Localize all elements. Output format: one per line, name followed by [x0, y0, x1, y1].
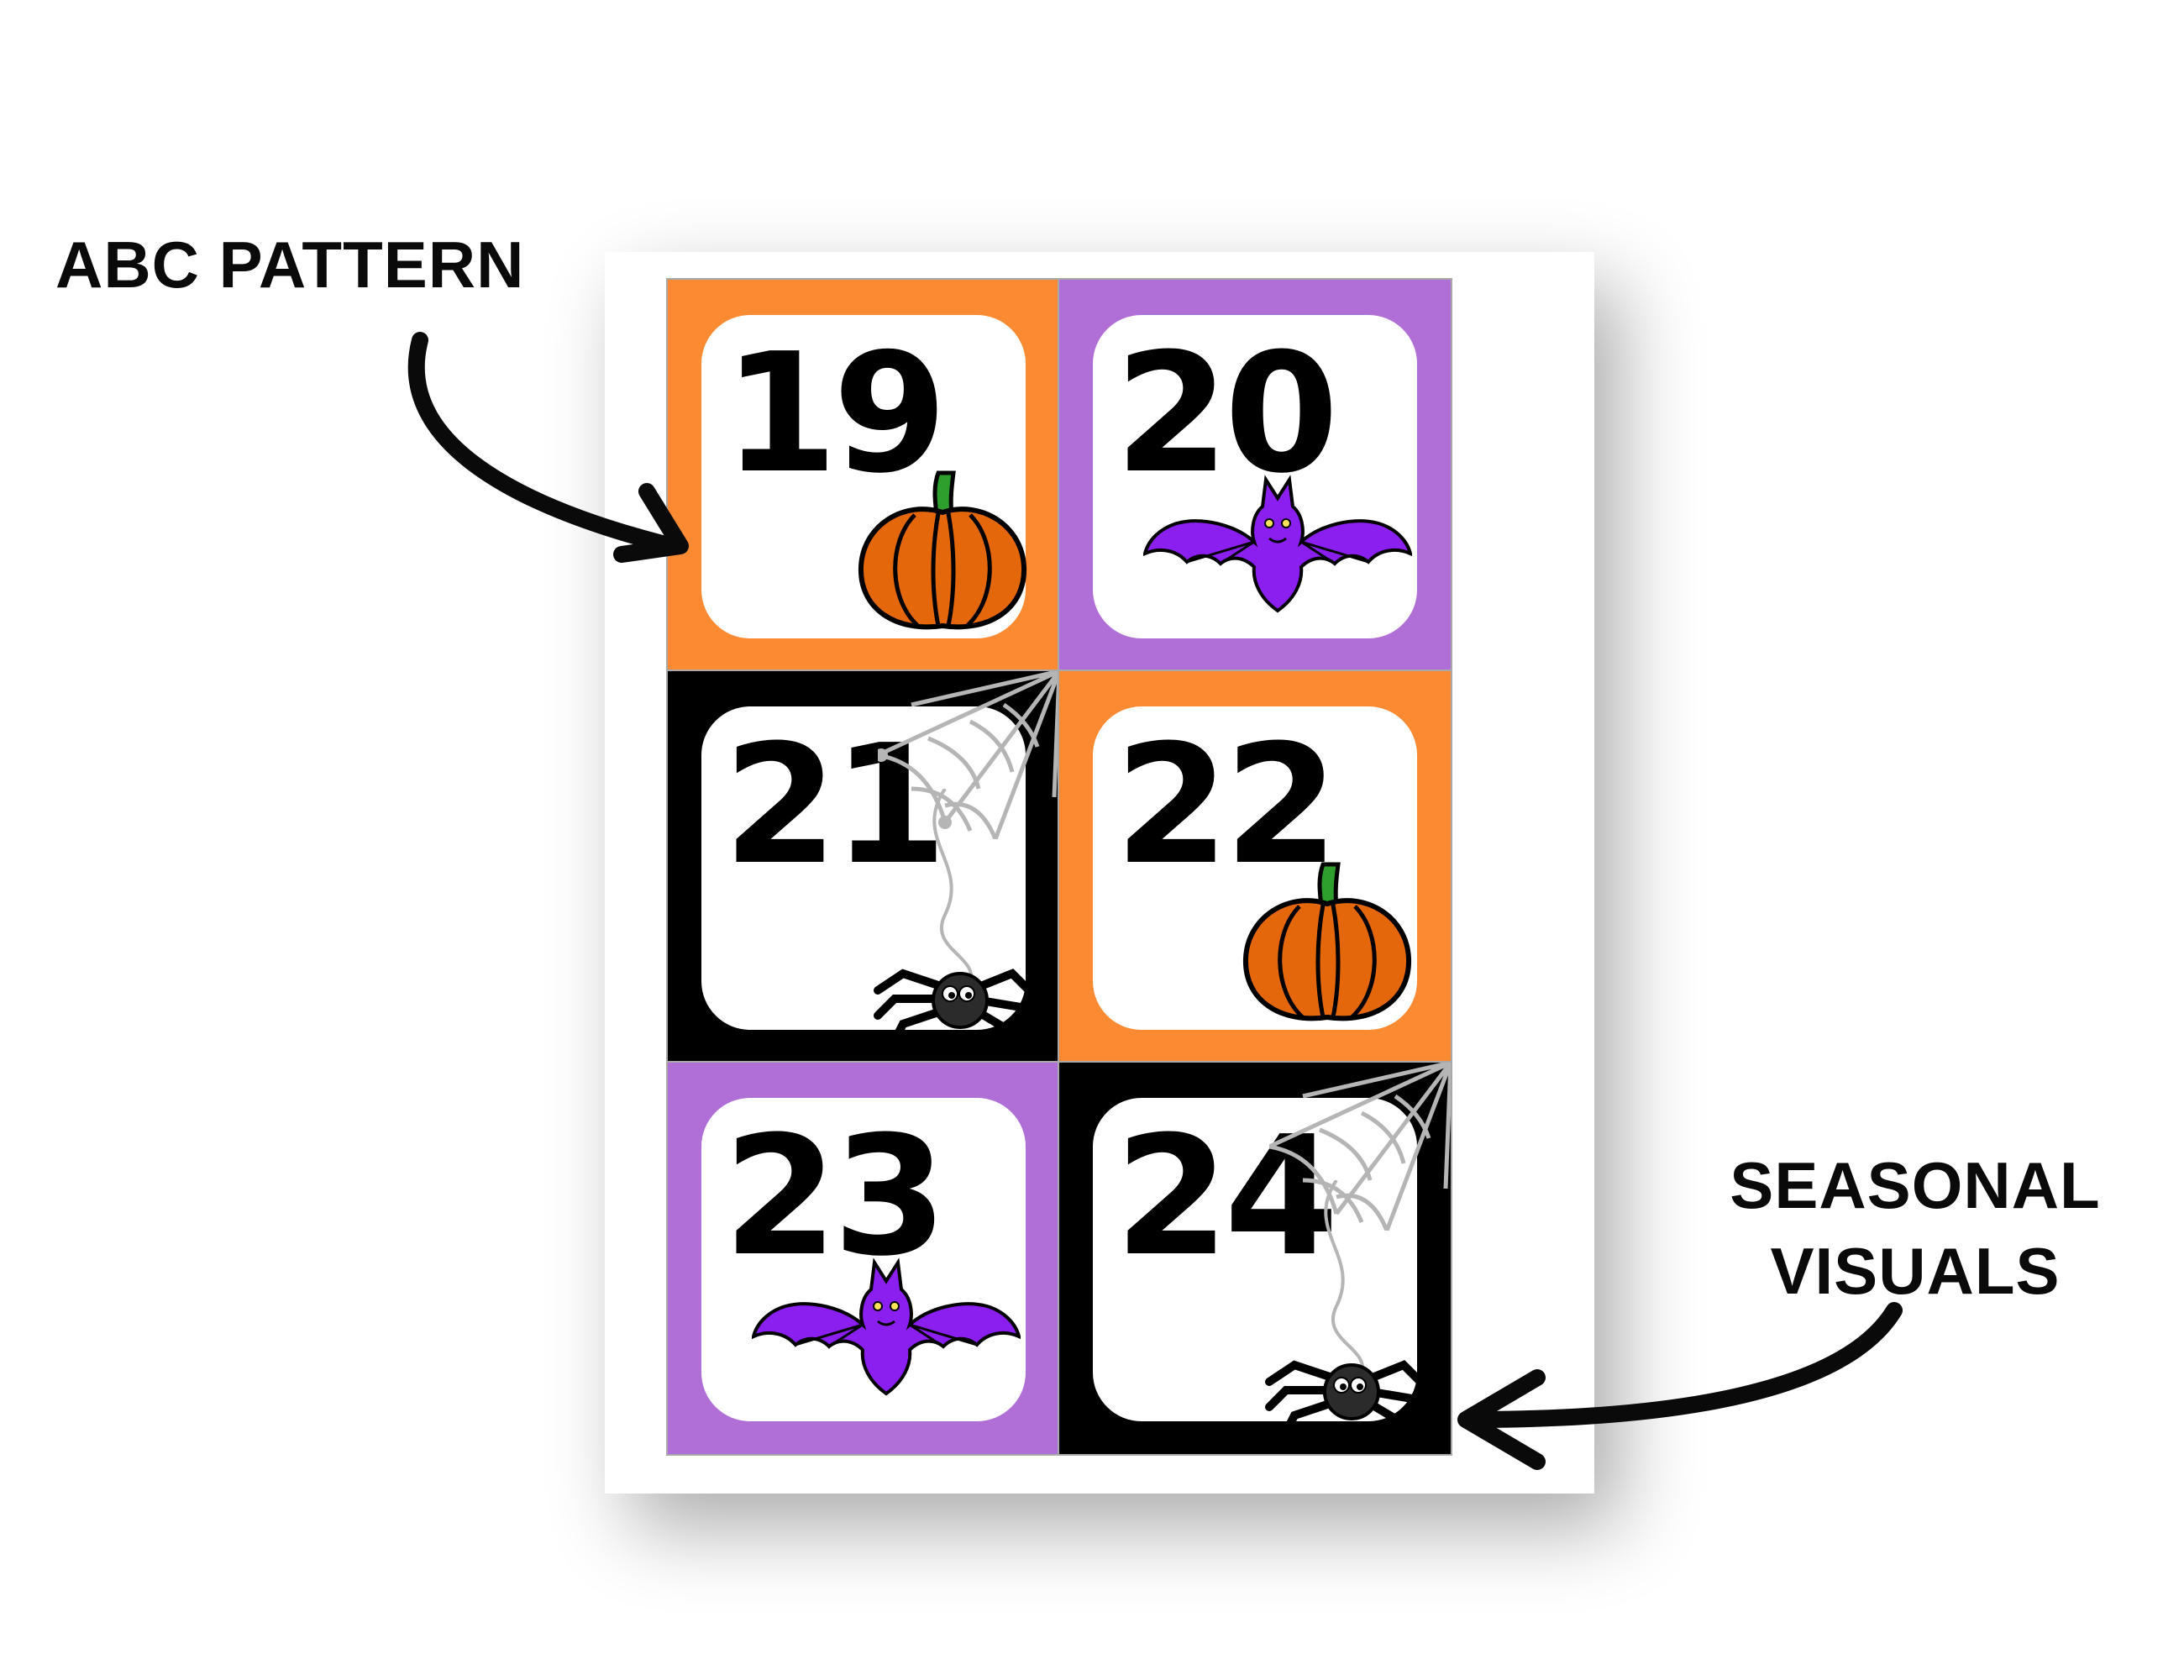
- abc-pattern-label: ABC PATTERN: [55, 228, 525, 302]
- seasonal-visuals-label: SEASONAL VISUALS: [1680, 1142, 2150, 1314]
- card-inner: 24: [1093, 1098, 1417, 1421]
- spider-icon: [1265, 1180, 1420, 1432]
- card-number: 24: [1115, 1101, 1339, 1293]
- card-inner: 20: [1093, 315, 1417, 638]
- card-number: 19: [723, 318, 948, 510]
- card-number: 23: [723, 1101, 948, 1293]
- spider-web-icon: [1269, 1063, 1451, 1231]
- pumpkin-icon: [858, 470, 1027, 630]
- seasonal-label-line2: VISUALS: [1770, 1234, 2061, 1308]
- spider-web-icon: [878, 671, 1059, 839]
- card-number: 22: [1115, 710, 1339, 901]
- calendar-card-20: 20: [1058, 278, 1452, 673]
- bat-icon: [752, 1257, 1021, 1396]
- calendar-card-19: 19: [666, 278, 1061, 673]
- calendar-card-22: 22: [1058, 669, 1452, 1064]
- calendar-card-21: 21: [666, 669, 1061, 1064]
- pumpkin-icon: [1242, 862, 1412, 1021]
- calendar-card-24: 24: [1058, 1061, 1452, 1456]
- calendar-card-23: 23: [666, 1061, 1061, 1456]
- spider-icon: [874, 789, 1029, 1041]
- calendar-card-grid: 19 20 21: [666, 278, 1452, 1456]
- seasonal-label-line1: SEASONAL: [1730, 1148, 2101, 1222]
- card-number: 21: [723, 710, 948, 901]
- bat-icon: [1143, 475, 1412, 613]
- card-number: 20: [1115, 318, 1339, 510]
